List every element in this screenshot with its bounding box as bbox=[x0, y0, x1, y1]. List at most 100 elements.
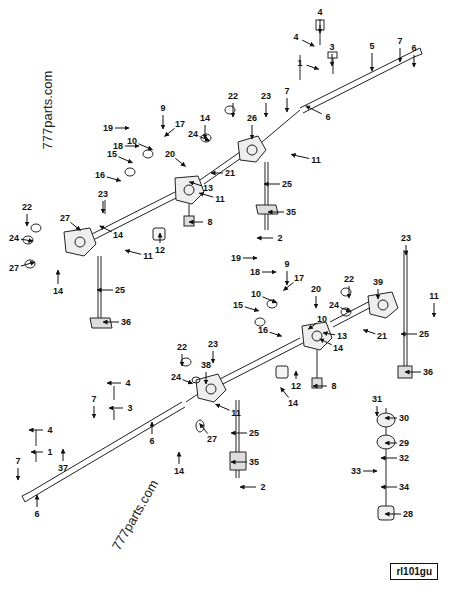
callout-number: 14 bbox=[288, 399, 298, 408]
callout-number: 18 bbox=[250, 268, 260, 277]
callout-number: 31 bbox=[372, 395, 382, 404]
callout-number: 6 bbox=[411, 44, 416, 53]
callout-number: 21 bbox=[225, 169, 235, 178]
callout-number: 22 bbox=[177, 343, 187, 352]
leader-arrow bbox=[189, 222, 203, 223]
drawing-id-box: rl101gu bbox=[390, 563, 438, 580]
leader-arrow bbox=[107, 177, 121, 181]
callout-number: 23 bbox=[208, 340, 218, 349]
watermark: 777parts.com bbox=[110, 478, 161, 553]
leader-arrow bbox=[287, 271, 288, 285]
callout-number: 14 bbox=[53, 287, 63, 296]
leader-arrow bbox=[401, 334, 417, 335]
leader-arrow bbox=[323, 333, 335, 335]
leader-arrow bbox=[160, 233, 161, 243]
callout-number: 27 bbox=[9, 264, 19, 273]
callout-number: 35 bbox=[249, 458, 259, 467]
leader-arrow bbox=[58, 270, 59, 284]
callout-number: 16 bbox=[95, 171, 105, 180]
callout-number: 11 bbox=[215, 195, 225, 204]
leader-arrow bbox=[37, 495, 38, 507]
callout-number: 1 bbox=[47, 448, 52, 457]
callout-number: 2 bbox=[260, 483, 265, 492]
leader-arrow bbox=[103, 322, 119, 323]
leader-arrow bbox=[175, 158, 185, 166]
callout-number: 14 bbox=[333, 344, 343, 353]
leader-arrow bbox=[103, 201, 104, 213]
callout-number: 14 bbox=[200, 114, 210, 123]
leader-arrow bbox=[213, 351, 214, 363]
leader-arrow bbox=[257, 238, 273, 239]
callout-number: 25 bbox=[419, 330, 429, 339]
callout-number: 35 bbox=[286, 208, 296, 217]
callout-number: 34 bbox=[399, 483, 409, 492]
leader-arrow bbox=[385, 443, 397, 444]
leader-arrow bbox=[21, 239, 33, 241]
callout-number: 38 bbox=[201, 361, 211, 370]
callout-number: 24 bbox=[329, 301, 339, 310]
leader-arrow bbox=[307, 65, 319, 69]
callout-number: 11 bbox=[429, 292, 439, 301]
leader-arrow bbox=[200, 424, 208, 434]
callout-number: 1 bbox=[297, 59, 302, 68]
callout-number: 26 bbox=[247, 114, 257, 123]
callout-number: 17 bbox=[175, 120, 185, 129]
leader-arrow bbox=[63, 449, 64, 461]
leader-arrow bbox=[264, 184, 280, 185]
leader-arrow bbox=[165, 128, 175, 136]
callout-number: 27 bbox=[207, 435, 217, 444]
leader-arrow bbox=[245, 307, 259, 311]
callout-number: 17 bbox=[294, 274, 304, 283]
callout-number: 22 bbox=[22, 203, 32, 212]
leader-arrow bbox=[434, 303, 435, 317]
callout-number: 15 bbox=[233, 301, 243, 310]
callout-number: 7 bbox=[91, 395, 96, 404]
leader-arrow bbox=[163, 115, 164, 129]
leader-arrow bbox=[340, 308, 350, 312]
leader-arrow bbox=[266, 103, 267, 117]
callout-number: 16 bbox=[258, 326, 268, 335]
leader-arrow bbox=[284, 282, 294, 290]
leader-arrow bbox=[152, 422, 153, 434]
leader-arrow bbox=[125, 250, 141, 254]
leader-arrow bbox=[206, 372, 207, 384]
callout-number: 23 bbox=[98, 190, 108, 199]
leader-arrow bbox=[233, 103, 234, 117]
leader-arrow bbox=[94, 406, 95, 418]
callout-number: 14 bbox=[113, 231, 123, 240]
leader-arrow bbox=[262, 272, 276, 273]
callout-number: 4 bbox=[47, 426, 52, 435]
watermark: 777parts.com bbox=[41, 71, 54, 150]
leader-arrow bbox=[385, 514, 401, 515]
leader-arrow bbox=[320, 19, 321, 33]
callout-number: 4 bbox=[317, 8, 322, 17]
leader-arrow bbox=[182, 380, 192, 384]
leader-arrow bbox=[231, 462, 247, 463]
leader-arrow bbox=[182, 354, 183, 366]
leader-arrow bbox=[291, 154, 309, 158]
leader-arrow bbox=[332, 54, 333, 66]
callout-number: 2 bbox=[277, 234, 282, 243]
leader-arrow bbox=[97, 290, 113, 291]
callout-number: 4 bbox=[125, 379, 130, 388]
callout-number: 5 bbox=[369, 42, 374, 51]
callout-number: 25 bbox=[249, 429, 259, 438]
callout-number: 36 bbox=[121, 318, 131, 327]
callout-number: 10 bbox=[251, 290, 261, 299]
leader-arrow bbox=[118, 157, 132, 163]
callout-number: 24 bbox=[9, 234, 19, 243]
leader-arrow bbox=[296, 371, 297, 379]
leader-arrow bbox=[270, 332, 282, 336]
leader-arrow bbox=[377, 406, 378, 416]
callout-number: 19 bbox=[231, 254, 241, 263]
leader-arrow bbox=[281, 388, 289, 398]
leader-arrow bbox=[306, 106, 322, 114]
leader-arrow bbox=[179, 452, 180, 464]
leader-arrow bbox=[243, 258, 257, 259]
leader-arrow bbox=[262, 297, 276, 303]
callout-number: 27 bbox=[60, 214, 70, 223]
leader-arrow bbox=[216, 404, 230, 410]
leader-arrow bbox=[378, 289, 379, 299]
callout-number: 12 bbox=[155, 246, 165, 255]
